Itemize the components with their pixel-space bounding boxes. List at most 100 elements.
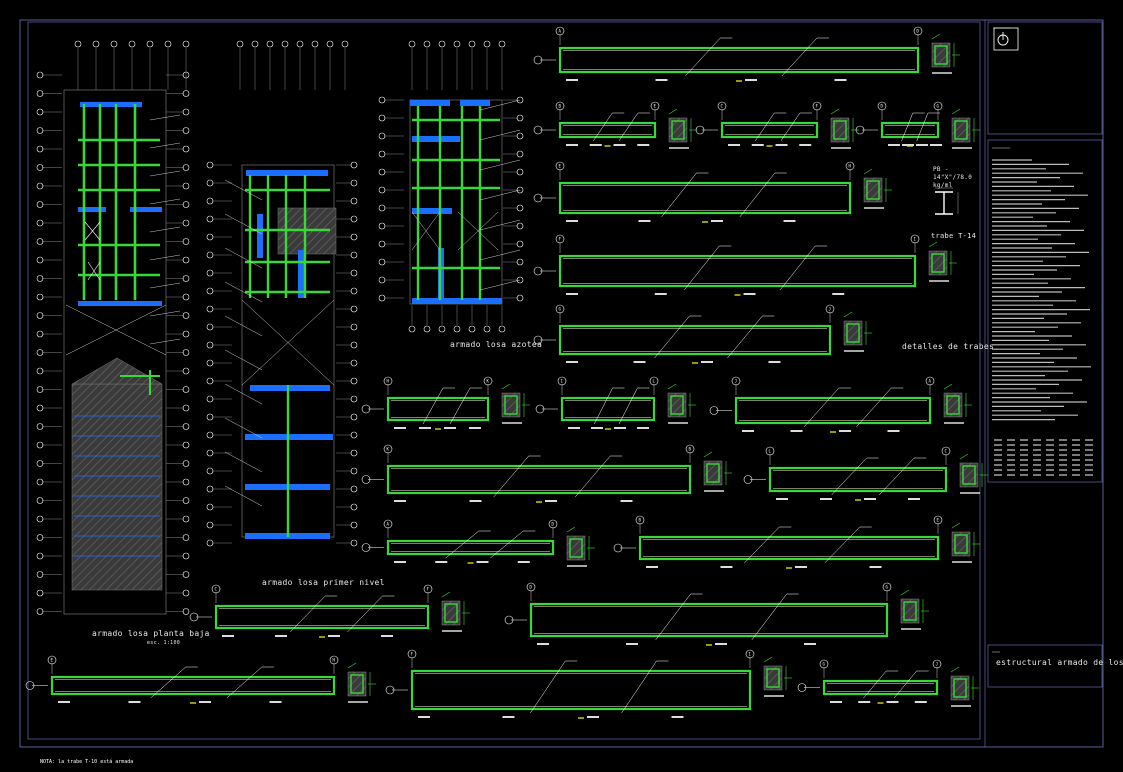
grid-bubble [182,145,190,153]
grid-bubble [36,497,44,504]
grid-bubble [408,40,416,48]
grid-bubble [350,179,358,187]
slab-band [78,207,106,212]
leader-line [593,112,613,142]
slab-band [257,214,263,258]
grid-bubble [206,395,214,403]
hatched-area [71,357,163,385]
grid-bubble [468,325,476,333]
axis-bubble [555,101,565,111]
axis-label: J [829,307,831,312]
grid-bubble [182,367,190,375]
leader-line [422,387,444,425]
plan-roof-title: armado losa azotea [450,340,543,349]
beam-cross-section [863,168,892,209]
leader-line [661,172,697,218]
grid-bubble [206,539,214,547]
grid-bubble [438,325,446,333]
axis-bubble [533,193,543,203]
slab-band [412,298,502,304]
grid-bubble [36,608,44,615]
beam-cross-section [928,241,957,282]
grid-bubble [350,467,358,475]
grid-bubble [378,222,386,230]
leader-line [575,455,611,498]
beam-outline [410,669,752,711]
leader-line [901,112,914,142]
leader-line [149,114,181,121]
slab-band [78,301,162,306]
grid-bubble [36,460,44,467]
plan-first-floor [206,40,358,547]
grid-bubble [182,127,190,134]
axis-bubble [533,55,543,65]
beam-cross-section [900,589,929,630]
axis-label: G [886,585,889,590]
beam-outline [558,46,920,74]
grid-bubble [350,395,358,403]
leader-line [685,37,721,77]
beam-outline [880,121,940,139]
grid-bubble [92,40,100,48]
plan-ground-title: armado losa planta baja [92,629,210,638]
grid-bubble [350,251,358,259]
beam-cross-section [830,108,859,149]
plan-ground-floor [36,40,190,615]
grid-bubble [453,40,461,48]
grid-bubble [206,161,214,169]
beam-outline [822,679,939,696]
grid-bubble [498,40,506,48]
leader-line [893,670,917,699]
leader-line [445,530,479,559]
grid-bubble [182,460,190,467]
plan-outline [409,99,503,305]
grid-bubble [36,201,44,208]
grid-bubble [378,96,386,104]
axis-label: A [929,379,932,384]
leader-line [618,387,638,425]
grid-bubble [350,485,358,493]
grid-bubble [311,40,319,48]
grid-bubble [182,608,190,615]
grid-bubble [36,108,44,116]
leader-line [224,383,263,405]
grid-bubble [182,238,190,245]
drawing-frame [27,21,981,740]
grid-bubble [206,269,214,277]
axis-bubble [361,543,371,552]
leader-line [224,315,263,337]
grid-bubble [36,182,44,190]
leader-line [290,595,326,633]
grid-bubble [182,219,190,227]
grid-bubble [36,534,44,541]
leader-line [863,670,887,699]
axis-label: D [881,104,884,109]
axis-label: L [653,379,656,384]
grid-bubble [74,40,82,48]
leader-line [916,112,929,142]
grid-bubble [164,40,172,48]
leader-line [755,112,775,142]
leader-line [149,170,181,177]
leader-line [824,526,860,564]
leader-line [224,247,263,269]
axis-label: A [559,29,562,34]
axis-label: E [51,658,54,663]
axis-label: H [849,164,852,169]
grid-bubble [36,256,44,264]
grid-bubble [182,441,190,449]
leader-line [224,485,263,507]
leader-line [149,254,181,261]
grid-bubble [182,293,190,301]
grid-bubble [36,164,44,171]
axis-bubble [650,101,660,111]
